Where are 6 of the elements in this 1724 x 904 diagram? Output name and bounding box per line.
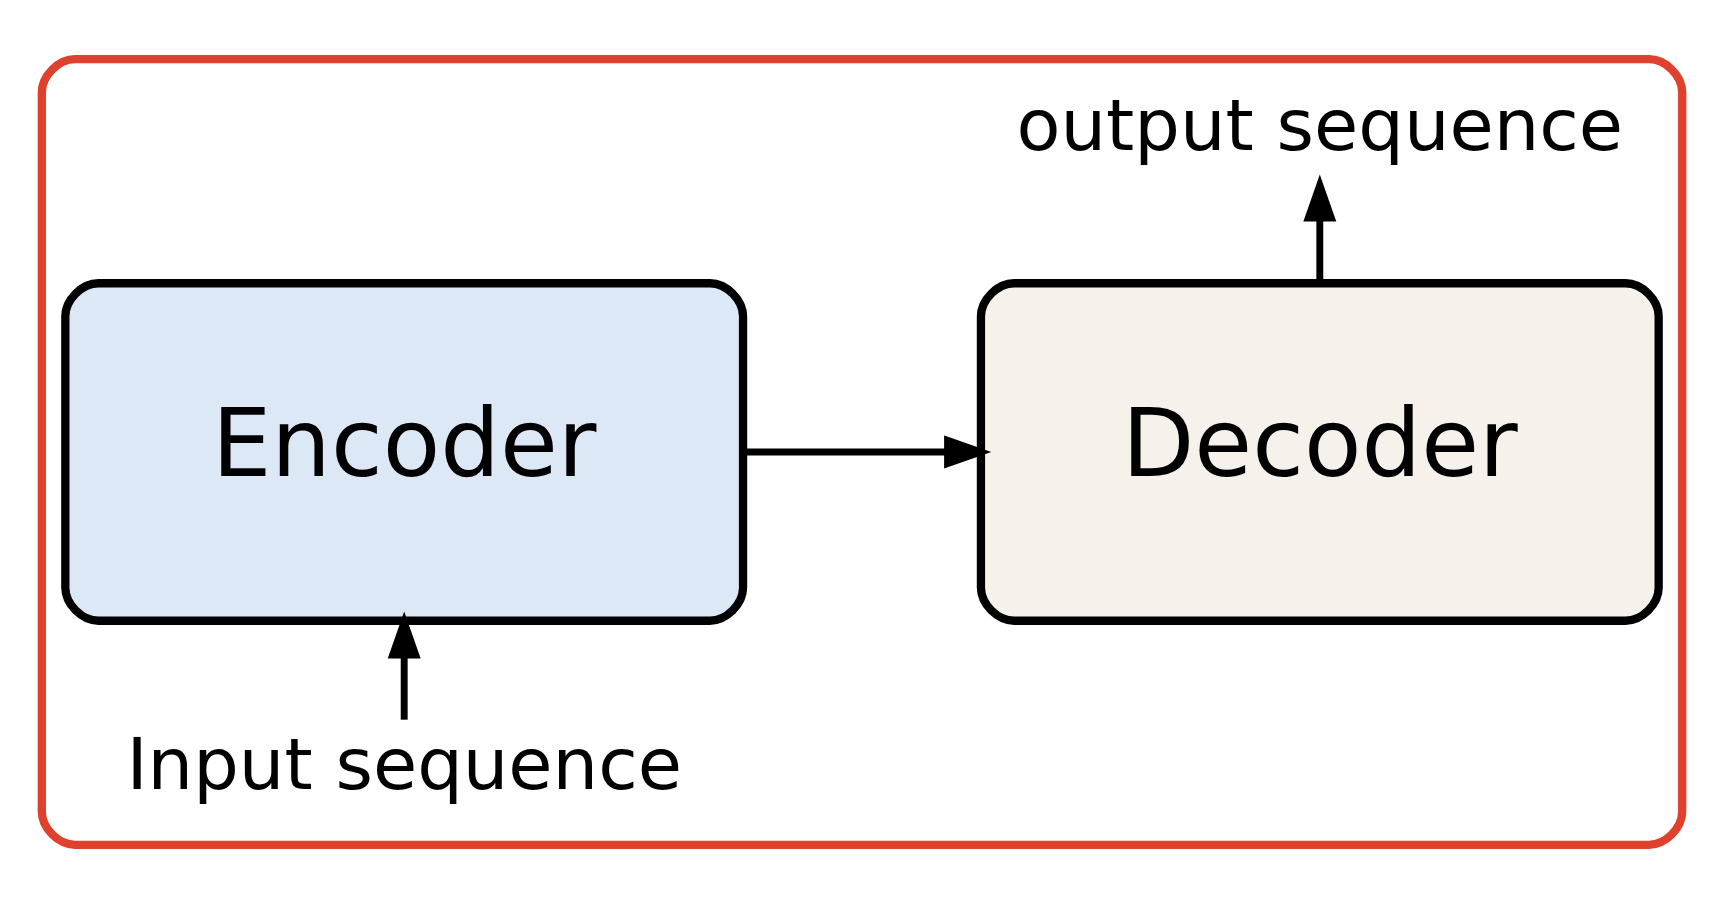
node-box: Encoder [61, 279, 748, 625]
node-box: Decoder [976, 279, 1663, 625]
arrow [1303, 174, 1337, 284]
node-text: output sequence [1016, 82, 1624, 167]
cluster [37, 55, 1687, 849]
node-text: Input sequence [126, 721, 682, 806]
